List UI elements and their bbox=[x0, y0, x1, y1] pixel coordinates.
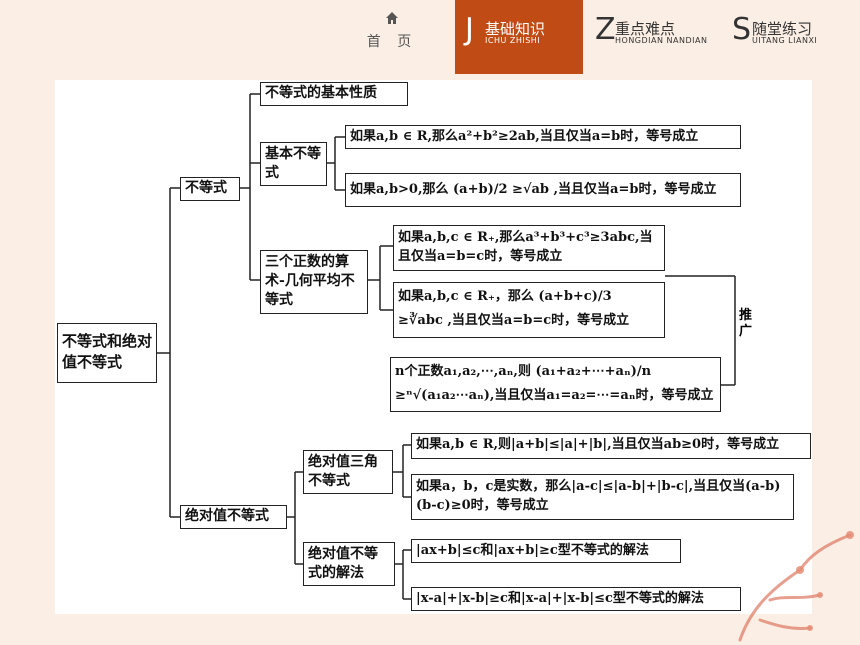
node-solving-2: |x-a|+|x-b|≥c和|x-a|+|x-b|≤c型不等式的解法 bbox=[411, 587, 741, 611]
top-nav: 首 页 J 基础知识 ICHU ZHISHI Z 重点难点 HONGDIAN N… bbox=[0, 0, 860, 78]
connector-lines bbox=[157, 93, 736, 600]
tab-pinyin: UITANG LIANXI bbox=[752, 36, 818, 45]
tab-letter: J bbox=[465, 12, 474, 47]
tab-letter: S bbox=[732, 12, 752, 47]
tab-label: 基础知识 bbox=[485, 20, 546, 38]
tab-pinyin: HONGDIAN NANDIAN bbox=[615, 36, 708, 45]
node-solving: 绝对值不等式的解法 bbox=[303, 542, 395, 586]
tab-label: 随堂练习 bbox=[752, 20, 813, 38]
home-button[interactable]: 首 页 bbox=[364, 8, 420, 56]
node-three-positive-2: 如果a,b,c ∈ R₊，那么 (a+b+c)/3 ≥∛abc ,当且仅当a=b… bbox=[393, 282, 665, 338]
label-generalize: 推广 bbox=[739, 308, 753, 339]
node-n-positive: n个正数a₁,a₂,⋯,aₙ,则 (a₁+a₂+⋯+aₙ)/n ≥ⁿ√(a₁a₂… bbox=[390, 357, 721, 412]
node-inequality: 不等式 bbox=[180, 177, 240, 201]
node-basic-inequality: 基本不等式 bbox=[260, 142, 327, 186]
tab-key-points[interactable]: Z 重点难点 HONGDIAN NANDIAN bbox=[585, 0, 715, 74]
decorative-branch-icon bbox=[738, 531, 854, 642]
home-label: 首 页 bbox=[366, 34, 418, 50]
node-three-positive-1: 如果a,b,c ∈ R₊,那么a³+b³+c³≥3abc,当且仅当a=b=c时，… bbox=[393, 225, 665, 271]
concept-map: 不等式和绝对值不等式 不等式 不等式的基本性质 基本不等式 如果a,b ∈ R,… bbox=[55, 80, 812, 614]
tab-pinyin: ICHU ZHISHI bbox=[485, 36, 541, 45]
node-root: 不等式和绝对值不等式 bbox=[57, 323, 157, 383]
node-triangle-1: 如果a,b ∈ R,则|a+b|≤|a|+|b|,当且仅当ab≥0时，等号成立 bbox=[411, 433, 811, 459]
node-basic-properties: 不等式的基本性质 bbox=[260, 82, 408, 106]
node-solving-1: |ax+b|≤c和|ax+b|≥c型不等式的解法 bbox=[411, 539, 681, 563]
home-icon bbox=[386, 12, 398, 24]
tab-letter: Z bbox=[595, 12, 616, 47]
node-basic-ineq-2: 如果a,b>0,那么 (a+b)/2 ≥√ab ,当且仅当a=b时，等号成立 bbox=[345, 173, 741, 207]
node-triangle-2: 如果a，b，c是实数，那么|a-c|≤|a-b|+|b-c|,当且仅当(a-b)… bbox=[411, 474, 794, 520]
node-triangle-inequality: 绝对值三角不等式 bbox=[303, 450, 393, 494]
node-three-positive: 三个正数的算术-几何平均不等式 bbox=[260, 250, 368, 314]
node-basic-ineq-1: 如果a,b ∈ R,那么a²+b²≥2ab,当且仅当a=b时，等号成立 bbox=[345, 125, 741, 149]
tab-basic-knowledge[interactable]: J 基础知识 ICHU ZHISHI bbox=[455, 0, 583, 74]
tab-label: 重点难点 bbox=[615, 20, 676, 38]
node-absolute: 绝对值不等式 bbox=[180, 505, 287, 529]
tab-practice[interactable]: S 随堂练习 UITANG LIANXI bbox=[722, 0, 852, 74]
